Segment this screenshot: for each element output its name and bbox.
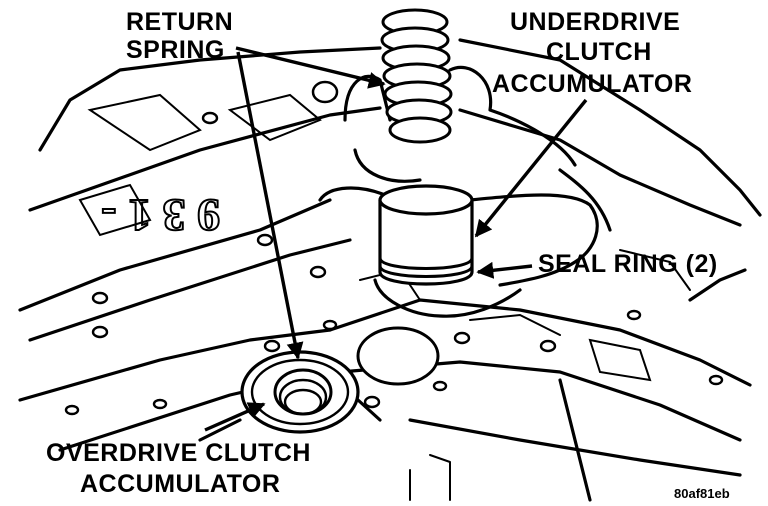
bolt-holes bbox=[64, 111, 724, 416]
underdrive-label-line2: CLUTCH bbox=[546, 38, 652, 66]
return-spring bbox=[380, 8, 453, 144]
figure-id: 80af81eb bbox=[674, 486, 730, 501]
underdrive-arrow bbox=[474, 98, 588, 238]
bores bbox=[311, 80, 440, 386]
return-spring-arrow-to-bore-spring bbox=[236, 51, 304, 360]
overdrive-accumulator bbox=[198, 350, 382, 442]
overdrive-label-line1: OVERDRIVE CLUTCH bbox=[46, 439, 311, 467]
return-spring-label-line1: RETURN bbox=[126, 8, 233, 36]
underdrive-label-line3: ACCUMULATOR bbox=[492, 70, 692, 98]
seal-ring-arrow bbox=[476, 261, 533, 279]
callout-labels: RETURN SPRING UNDERDRIVE CLUTCH ACCUMULA… bbox=[46, 8, 730, 501]
overdrive-arrow bbox=[204, 402, 266, 432]
underdrive-label-line1: UNDERDRIVE bbox=[510, 8, 680, 36]
valve-body-casting bbox=[18, 38, 762, 502]
underdrive-piston bbox=[378, 184, 474, 286]
return-spring-arrow-to-top-spring bbox=[235, 46, 386, 89]
return-spring-label-line2: SPRING bbox=[126, 36, 225, 64]
casting-number-text: 9 3 1 - bbox=[101, 190, 220, 241]
overdrive-label-line2: ACCUMULATOR bbox=[80, 470, 280, 498]
seal-ring-label: SEAL RING (2) bbox=[538, 250, 718, 278]
leader-lines bbox=[204, 46, 588, 432]
casting-number: 9 3 1 - bbox=[100, 189, 221, 242]
